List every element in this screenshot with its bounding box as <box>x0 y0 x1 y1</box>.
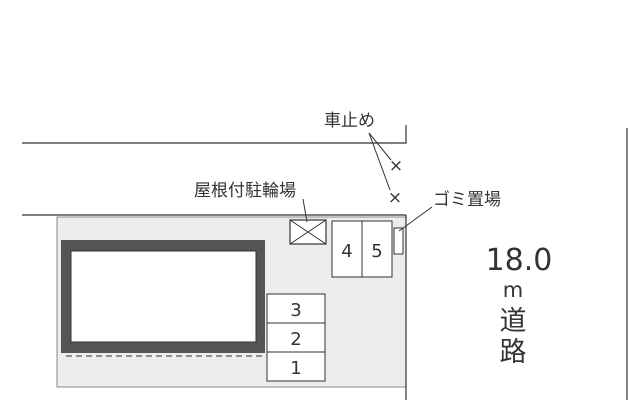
parking-space-3-number: 3 <box>290 300 301 321</box>
parking-space-2-number: 2 <box>290 329 301 350</box>
parking-space-4-number: 4 <box>341 241 352 262</box>
car-stop-mark-2: × <box>388 188 402 208</box>
road-width-value: 18.0 <box>486 243 553 278</box>
bicycle-parking-cross-b <box>289 219 327 245</box>
car-stop-mark-1: × <box>389 156 403 176</box>
car-stop-leader-2 <box>368 132 391 191</box>
garbage-leader-line <box>398 206 433 232</box>
garbage-area-label: ゴミ置場 <box>433 189 501 210</box>
car-stop-leader-1 <box>368 132 392 161</box>
parking-space-1 <box>266 351 326 382</box>
parking-space-3 <box>266 293 326 324</box>
bicycle-leader-line <box>302 198 308 223</box>
road-label-char-2: 路 <box>500 337 527 368</box>
parking-space-2 <box>266 322 326 353</box>
car-stop-label: 車止め <box>324 111 375 131</box>
parking-space-4 <box>331 220 363 278</box>
parking-space-1-number: 1 <box>290 358 301 379</box>
parking-space-5 <box>361 220 393 278</box>
garbage-area-box <box>393 227 404 255</box>
covered-bicycle-parking-label: 屋根付駐輪場 <box>194 181 296 201</box>
building-interior <box>70 250 257 343</box>
road-label-char-1: 道 <box>500 306 527 337</box>
north-boundary-line <box>22 125 407 144</box>
road-width-unit: m <box>503 278 523 302</box>
parking-space-5-number: 5 <box>371 241 382 262</box>
